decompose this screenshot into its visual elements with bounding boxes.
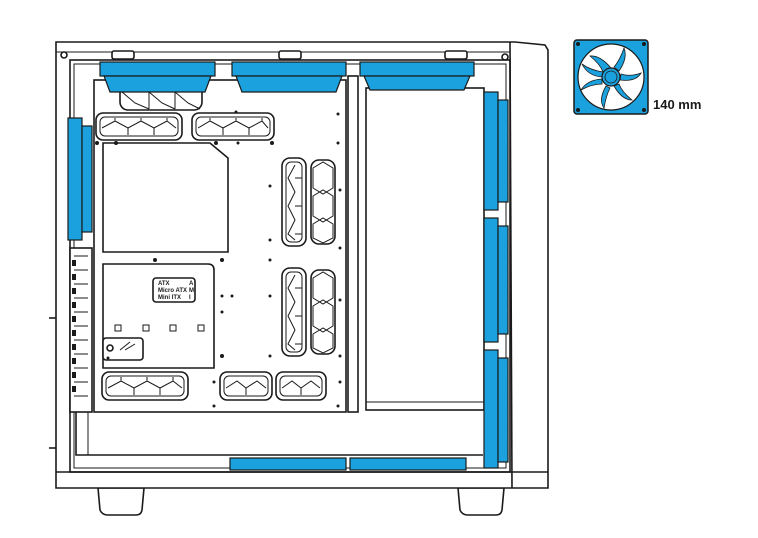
bottom-fan-2	[349, 457, 467, 471]
top-fan-3	[359, 61, 475, 91]
mounting-holes	[95, 110, 342, 408]
top-brackets	[60, 50, 509, 61]
grommet-bottom-right	[275, 371, 327, 401]
grommet-bottom-left	[101, 371, 189, 401]
grommet-vertical-2	[310, 159, 336, 245]
grommet-vertical-1	[281, 157, 307, 247]
front-fan-2	[483, 217, 509, 343]
case-feet	[97, 487, 505, 516]
top-fan-2	[231, 61, 347, 93]
cpu-cutout	[102, 142, 229, 253]
front-fan-1	[483, 91, 509, 211]
mb-label-itx: Mini ITX	[158, 295, 181, 301]
fan-icon	[573, 39, 649, 115]
mb-code-atx: A	[189, 281, 194, 287]
top-fan-1	[99, 61, 216, 93]
fan-size-label: 140 mm	[653, 97, 702, 112]
mb-label-atx: ATX	[158, 281, 170, 287]
rear-expansion-slots	[49, 247, 93, 449]
grommet-vertical-3	[281, 267, 307, 357]
mb-code-itx: I	[189, 295, 191, 301]
grommet-vertical-4	[310, 269, 336, 355]
mb-label-matx: Micro ATX	[158, 288, 187, 294]
front-fan-3	[483, 349, 509, 469]
cable-grommets	[95, 84, 336, 401]
fans	[67, 61, 509, 471]
rear-fan	[67, 117, 93, 241]
grommet-upper-left	[95, 112, 183, 141]
grommet-upper-right	[191, 112, 275, 141]
mb-code-matx: M	[189, 288, 194, 294]
grommet-bottom-mid	[219, 371, 273, 401]
bottom-fan-1	[229, 457, 347, 471]
motherboard-area: ATX A Micro ATX M Mini ITX I	[102, 263, 215, 369]
